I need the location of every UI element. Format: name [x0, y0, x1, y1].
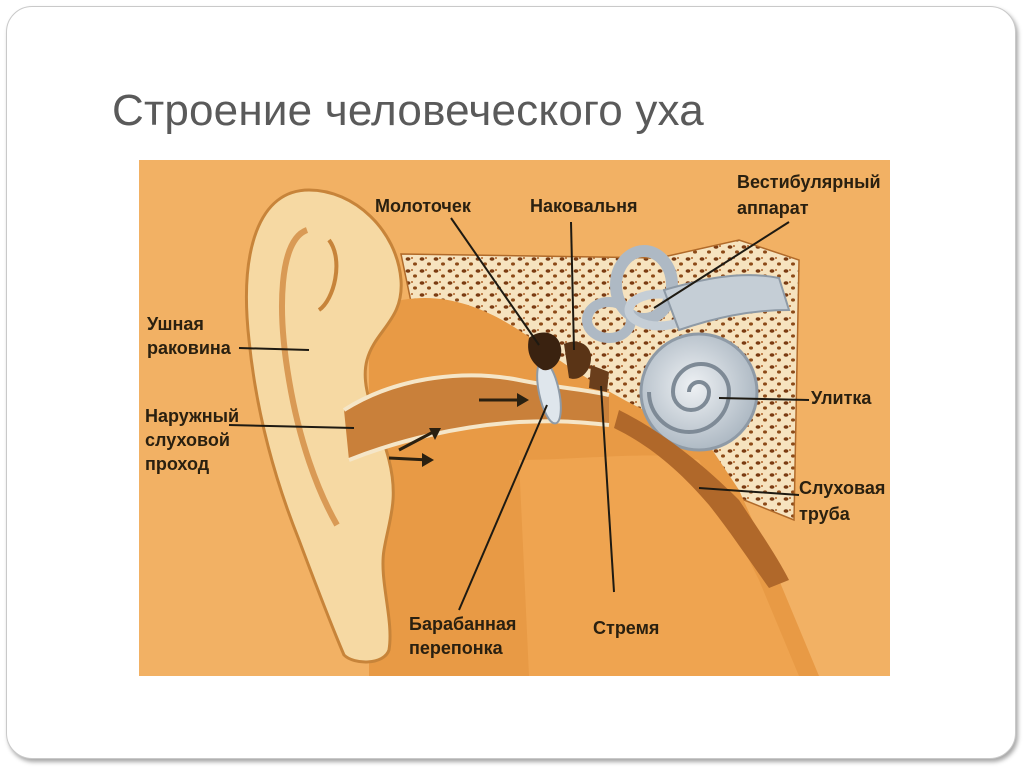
label-tube-line1: Слуховая — [799, 478, 885, 498]
auricle-helix — [317, 238, 339, 312]
eustachian-tube — [614, 410, 789, 588]
anvil-bone — [564, 341, 591, 379]
label-hammer: Молоточек — [375, 196, 472, 216]
label-cochlea: Улитка — [811, 388, 872, 408]
vestibular-apparatus — [582, 245, 791, 343]
cochlea — [639, 332, 759, 452]
ear-canal-wall-bottom — [348, 419, 610, 462]
label-canal-line3: проход — [145, 454, 210, 474]
ear-diagram: Молоточек Наковальня Вестибулярный аппар… — [139, 160, 890, 676]
muscle-tissue — [519, 455, 799, 676]
label-anvil: Наковальня — [530, 196, 638, 216]
stirrup-bone — [589, 365, 609, 392]
label-auricle-line2: раковина — [147, 338, 232, 358]
label-eardrum-line2: перепонка — [409, 638, 504, 658]
label-stirrup: Стремя — [593, 618, 659, 638]
auricle-inner-fold — [279, 227, 340, 527]
label-canal-line1: Наружный — [145, 406, 239, 426]
label-vestibular-line1: Вестибулярный — [737, 172, 881, 192]
label-vestibular-line2: аппарат — [737, 198, 809, 218]
auricle — [245, 188, 403, 664]
label-canal-line2: слуховой — [145, 430, 230, 450]
slide-title: Строение человеческого уха — [112, 86, 704, 135]
pointer-lines — [228, 217, 810, 611]
sound-arrows — [388, 393, 529, 467]
label-auricle-line1: Ушная — [147, 314, 204, 334]
label-tube-line2: труба — [799, 504, 851, 524]
label-eardrum-line1: Барабанная — [409, 614, 516, 634]
ear-canal-wall-top — [342, 373, 610, 412]
